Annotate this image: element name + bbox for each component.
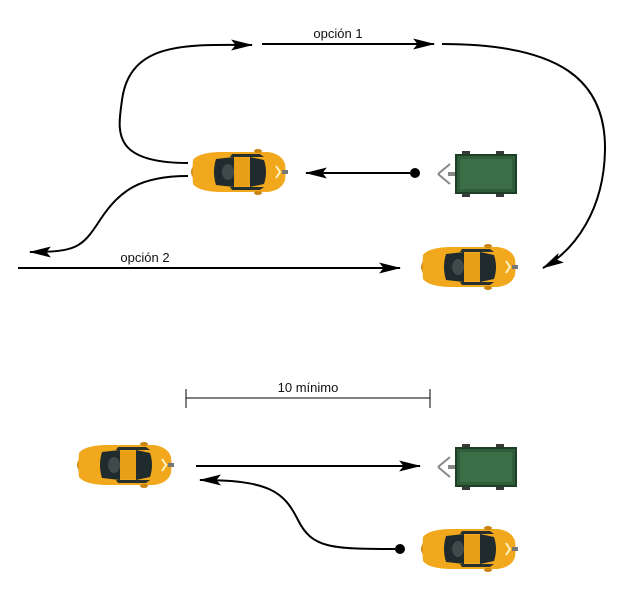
option-1-path-right <box>441 43 607 269</box>
trailer-bottom <box>437 443 517 491</box>
option-2-label: opción 2 <box>120 250 169 265</box>
car-bottom-left <box>76 441 175 489</box>
exit-left-path <box>28 175 189 258</box>
hitch-point-top <box>410 168 420 178</box>
distance-label: 10 mínimo <box>278 380 339 395</box>
car-bottom-right <box>420 525 519 573</box>
hitch-point-bottom <box>395 544 405 554</box>
trailer-top <box>437 150 517 198</box>
car-top-right <box>420 243 519 291</box>
car-top-left <box>190 148 289 196</box>
option-1-path-left <box>118 39 254 164</box>
option-1-label: opción 1 <box>313 26 362 41</box>
return-path-bottom <box>198 474 396 550</box>
